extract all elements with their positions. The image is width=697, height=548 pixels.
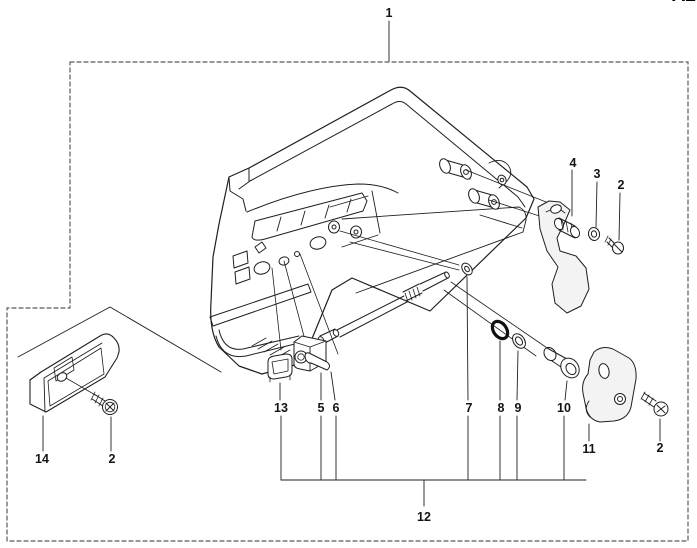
callout-3: 3 <box>593 166 601 181</box>
callout-7: 7 <box>465 400 473 415</box>
callout-leader-lines <box>42 169 661 452</box>
projection-wedge-lines <box>17 306 222 373</box>
o-ring-8-drawing <box>490 319 510 341</box>
callout-4: 4 <box>569 155 577 170</box>
clutch-cover-drawing <box>209 86 535 375</box>
cap-13-drawing <box>267 353 293 383</box>
catcher-washer-drawing <box>587 227 601 241</box>
callout-10: 10 <box>557 400 571 415</box>
callout-12: 12 <box>417 509 431 524</box>
dashed-boundary-border <box>6 61 689 542</box>
callout-5: 5 <box>317 400 325 415</box>
callout-13: 13 <box>274 400 288 415</box>
washer-9-drawing <box>512 333 526 349</box>
bushing-10-drawing <box>543 346 580 379</box>
washer-7-drawing <box>461 262 473 276</box>
callout-8: 8 <box>497 400 505 415</box>
catcher-spring-drawing <box>553 217 581 239</box>
callout-9: 9 <box>514 400 522 415</box>
chain-catcher-drawing <box>537 200 590 314</box>
page-corner-label-text: A2 <box>656 0 696 5</box>
group-bracket-12 <box>280 415 587 507</box>
side-plate-14-drawing <box>29 333 120 413</box>
bumper-spikes-drawing <box>439 158 500 210</box>
cone-6-drawing <box>304 352 330 371</box>
callout-2-right: 2 <box>656 440 664 455</box>
callout-11: 11 <box>582 441 596 456</box>
callout-1: 1 <box>385 5 393 20</box>
callout-14: 14 <box>35 451 49 466</box>
callout-6: 6 <box>332 400 340 415</box>
tensioner-cover-11-drawing <box>582 347 637 423</box>
plate-screw-drawing <box>90 391 118 415</box>
catcher-screw-drawing <box>604 235 624 255</box>
cover-screw-drawing <box>640 391 669 417</box>
page-corner-label: A2 <box>656 0 696 5</box>
callout-2-top: 2 <box>617 177 625 192</box>
callout-2-left: 2 <box>108 451 116 466</box>
